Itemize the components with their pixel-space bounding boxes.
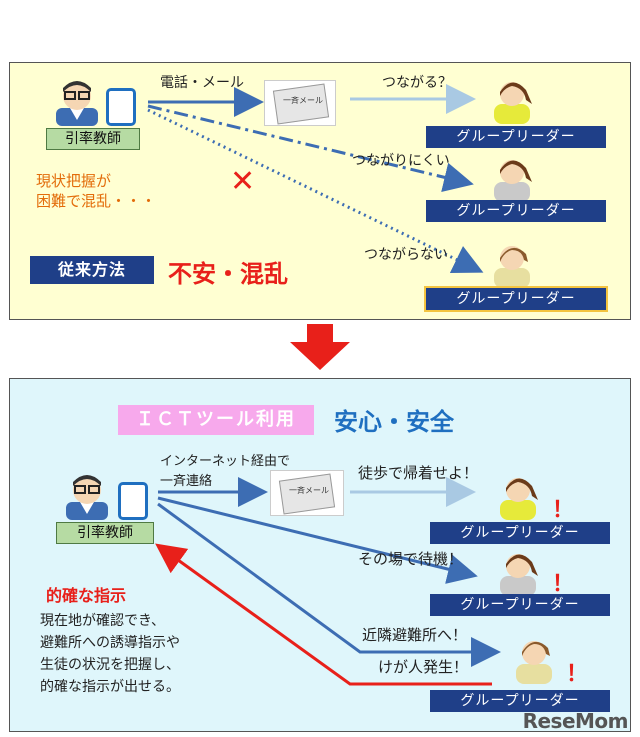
leader-label: グループリーダー: [424, 286, 608, 312]
status-hard: つながりにくい: [352, 153, 450, 169]
msg-shelter: 近隣避難所へ！: [362, 626, 468, 644]
leader-label: グループリーダー: [430, 522, 610, 544]
teacher-label: 引率教師: [56, 522, 154, 544]
envelope-label: 一斉メール: [283, 96, 323, 105]
leader-label: グループリーダー: [430, 594, 610, 616]
leader-label: グループリーダー: [426, 200, 606, 222]
arrow-dotted-to-leader3: [147, 108, 484, 274]
watermark-logo: ReseMom: [522, 709, 629, 733]
desc-line3: 生徒の状況を把握し、: [40, 657, 180, 673]
leader-avatar: [494, 470, 544, 520]
confusion-line1: 現状把握が: [36, 172, 112, 190]
leader-avatar: [488, 152, 538, 202]
arrow-dashdot-to-leader2: [147, 104, 474, 192]
arrow-b-to-leader2: [157, 496, 478, 584]
tablet-icon: [106, 88, 136, 126]
envelope-label: 一斉メール: [289, 486, 329, 495]
mail-envelope-icon: 一斉メール: [270, 470, 344, 516]
x-mark: ✕: [230, 164, 256, 199]
ict-label: ＩＣＴツール利用: [118, 405, 314, 435]
exclaim-mark: ！: [566, 662, 589, 687]
exclaim-mark: ！: [552, 572, 575, 597]
leader-avatar: [510, 632, 560, 684]
method-result: 不安・混乱: [168, 260, 288, 288]
confusion-line2: 困難で混乱・・・: [36, 192, 157, 210]
leader-avatar: [494, 546, 544, 596]
arrow-label-call: 電話・メール: [160, 75, 244, 91]
net-line1: インターネット経由で: [160, 454, 291, 469]
tablet-icon: [118, 482, 148, 520]
method-label: 従来方法: [30, 256, 154, 284]
msg-wait: その場で待機！: [358, 550, 464, 568]
desc-line2: 避難所への誘導指示や: [40, 635, 180, 651]
status-none: つながらない: [364, 247, 448, 263]
msg-injury: けが人発生！: [378, 658, 469, 676]
leader-label: グループリーダー: [430, 690, 610, 712]
teacher-label: 引率教師: [46, 128, 140, 150]
msg-walk: 徒歩で帰着せよ！: [358, 464, 479, 482]
arrow-b-to-leader3: [157, 502, 501, 667]
leader-avatar: [488, 238, 538, 288]
exclaim-mark: ！: [552, 498, 575, 523]
leader-avatar: [488, 74, 538, 124]
desc-line1: 現在地が確認でき、: [40, 613, 166, 629]
down-arrow: [290, 324, 350, 370]
mail-envelope-icon: 一斉メール: [264, 80, 336, 126]
leader-label: グループリーダー: [426, 126, 606, 148]
teacher-icon: [48, 76, 106, 126]
precise-title: 的確な指示: [46, 586, 127, 605]
ict-result: 安心・安全: [334, 408, 454, 436]
desc-line4: 的確な指示が出せる。: [40, 679, 180, 695]
arrow-red-feedback: [155, 543, 492, 686]
teacher-icon: [58, 470, 116, 520]
status-ok: つながる？: [382, 75, 452, 91]
net-line2: 一斉連絡: [160, 474, 213, 489]
